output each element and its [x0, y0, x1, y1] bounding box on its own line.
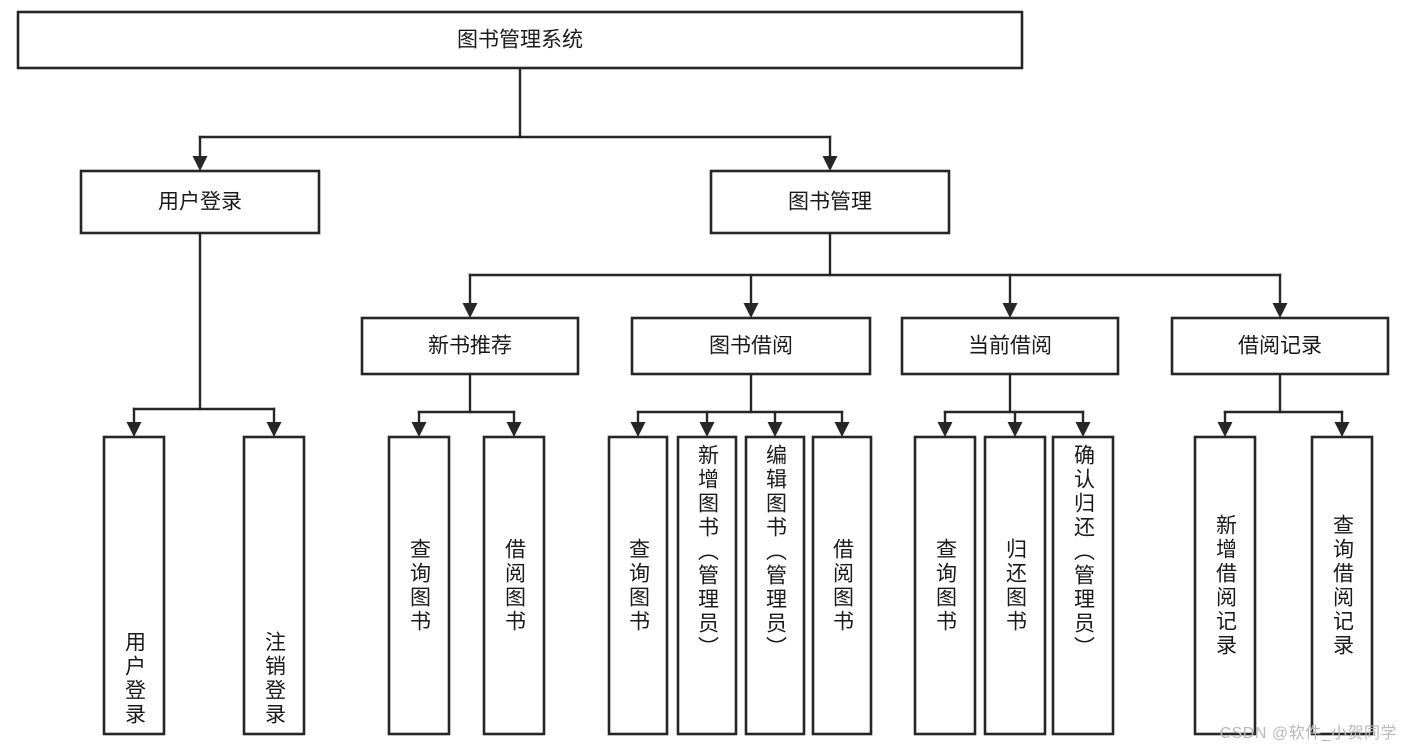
- node-borrow-book-2[interactable]: 借阅图书: [811, 435, 873, 736]
- node-box[interactable]: [983, 435, 1047, 736]
- node-book-management[interactable]: 图书管理: [709, 169, 951, 235]
- node-book-borrow[interactable]: 图书借阅: [630, 316, 872, 376]
- node-label: 图书管理系统: [457, 29, 583, 52]
- node-label: 当前借阅: [968, 335, 1052, 358]
- node-login[interactable]: 用户登录: [102, 435, 166, 736]
- node-label: 确认归还（管理员）: [1071, 444, 1095, 660]
- node-label: 借阅记录: [1238, 335, 1322, 358]
- node-label: 查询图书: [933, 537, 957, 634]
- node-label: 用户登录: [158, 191, 242, 214]
- node-box[interactable]: [16, 10, 1024, 70]
- node-label-wrapper: 归还图书: [1003, 537, 1027, 634]
- node-label: 借阅图书: [830, 537, 854, 634]
- node-edit-book[interactable]: 编辑图书（管理员）: [744, 435, 806, 736]
- node-query-book-2[interactable]: 查询图书: [607, 435, 669, 736]
- node-box[interactable]: [1310, 435, 1374, 736]
- node-label-wrapper: 编辑图书（管理员）: [763, 444, 787, 660]
- node-label-wrapper: 借阅图书: [830, 537, 854, 634]
- node-label-wrapper: 查询图书: [407, 537, 431, 634]
- node-query-book-3[interactable]: 查询图书: [913, 435, 977, 736]
- node-label: 新增图书（管理员）: [695, 444, 719, 660]
- node-label: 图书管理: [788, 191, 872, 214]
- node-label-wrapper: 借阅图书: [502, 537, 526, 634]
- node-box[interactable]: [676, 435, 738, 736]
- node-box[interactable]: [607, 435, 669, 736]
- node-box[interactable]: [242, 435, 306, 736]
- node-borrow-record[interactable]: 借阅记录: [1170, 316, 1390, 376]
- node-label-wrapper: 确认归还（管理员）: [1071, 444, 1095, 660]
- node-confirm-return[interactable]: 确认归还（管理员）: [1051, 435, 1115, 736]
- node-label-wrapper: 查询图书: [626, 537, 650, 634]
- node-add-record[interactable]: 新增借阅记录: [1193, 435, 1257, 736]
- node-query-record[interactable]: 查询借阅记录: [1310, 435, 1374, 736]
- node-box[interactable]: [709, 169, 951, 235]
- node-user-login[interactable]: 用户登录: [79, 169, 321, 235]
- node-[interactable]: 图书管理系统: [16, 10, 1024, 70]
- node-box[interactable]: [482, 435, 546, 736]
- node-box[interactable]: [102, 435, 166, 736]
- node-new-book-recommend[interactable]: 新书推荐: [360, 316, 580, 376]
- node-label: 编辑图书（管理员）: [763, 444, 787, 660]
- node-label-wrapper: 查询借阅记录: [1330, 513, 1354, 658]
- node-box[interactable]: [1170, 316, 1390, 376]
- node-label: 新书推荐: [428, 335, 512, 358]
- node-box[interactable]: [1193, 435, 1257, 736]
- node-label-wrapper: 新增借阅记录: [1213, 513, 1237, 658]
- node-box[interactable]: [1051, 435, 1115, 736]
- node-borrow-book-1[interactable]: 借阅图书: [482, 435, 546, 736]
- node-label: 图书借阅: [709, 335, 793, 358]
- node-label: 注销登录: [262, 631, 286, 727]
- node-label-wrapper: 查询图书: [933, 537, 957, 634]
- node-box[interactable]: [79, 169, 321, 235]
- node-label-wrapper: 新增图书（管理员）: [695, 444, 719, 660]
- node-label: 查询图书: [407, 537, 431, 634]
- node-label: 查询借阅记录: [1330, 513, 1354, 658]
- node-box[interactable]: [387, 435, 451, 736]
- node-label-wrapper: 用户登录: [122, 631, 146, 727]
- node-logout[interactable]: 注销登录: [242, 435, 306, 736]
- node-query-book-1[interactable]: 查询图书: [387, 435, 451, 736]
- node-box[interactable]: [360, 316, 580, 376]
- node-box[interactable]: [913, 435, 977, 736]
- node-label: 归还图书: [1003, 537, 1027, 634]
- node-return-book[interactable]: 归还图书: [983, 435, 1047, 736]
- node-box[interactable]: [630, 316, 872, 376]
- node-label: 借阅图书: [502, 537, 526, 634]
- node-box[interactable]: [900, 316, 1120, 376]
- node-label-wrapper: 注销登录: [262, 631, 286, 727]
- node-add-book[interactable]: 新增图书（管理员）: [676, 435, 738, 736]
- node-box[interactable]: [811, 435, 873, 736]
- node-label: 新增借阅记录: [1213, 513, 1237, 658]
- node-current-borrow[interactable]: 当前借阅: [900, 316, 1120, 376]
- watermark-label: CSDN @软件_小贺同学: [1219, 725, 1397, 742]
- node-box[interactable]: [744, 435, 806, 736]
- node-label: 用户登录: [122, 631, 146, 727]
- node-label: 查询图书: [626, 537, 650, 634]
